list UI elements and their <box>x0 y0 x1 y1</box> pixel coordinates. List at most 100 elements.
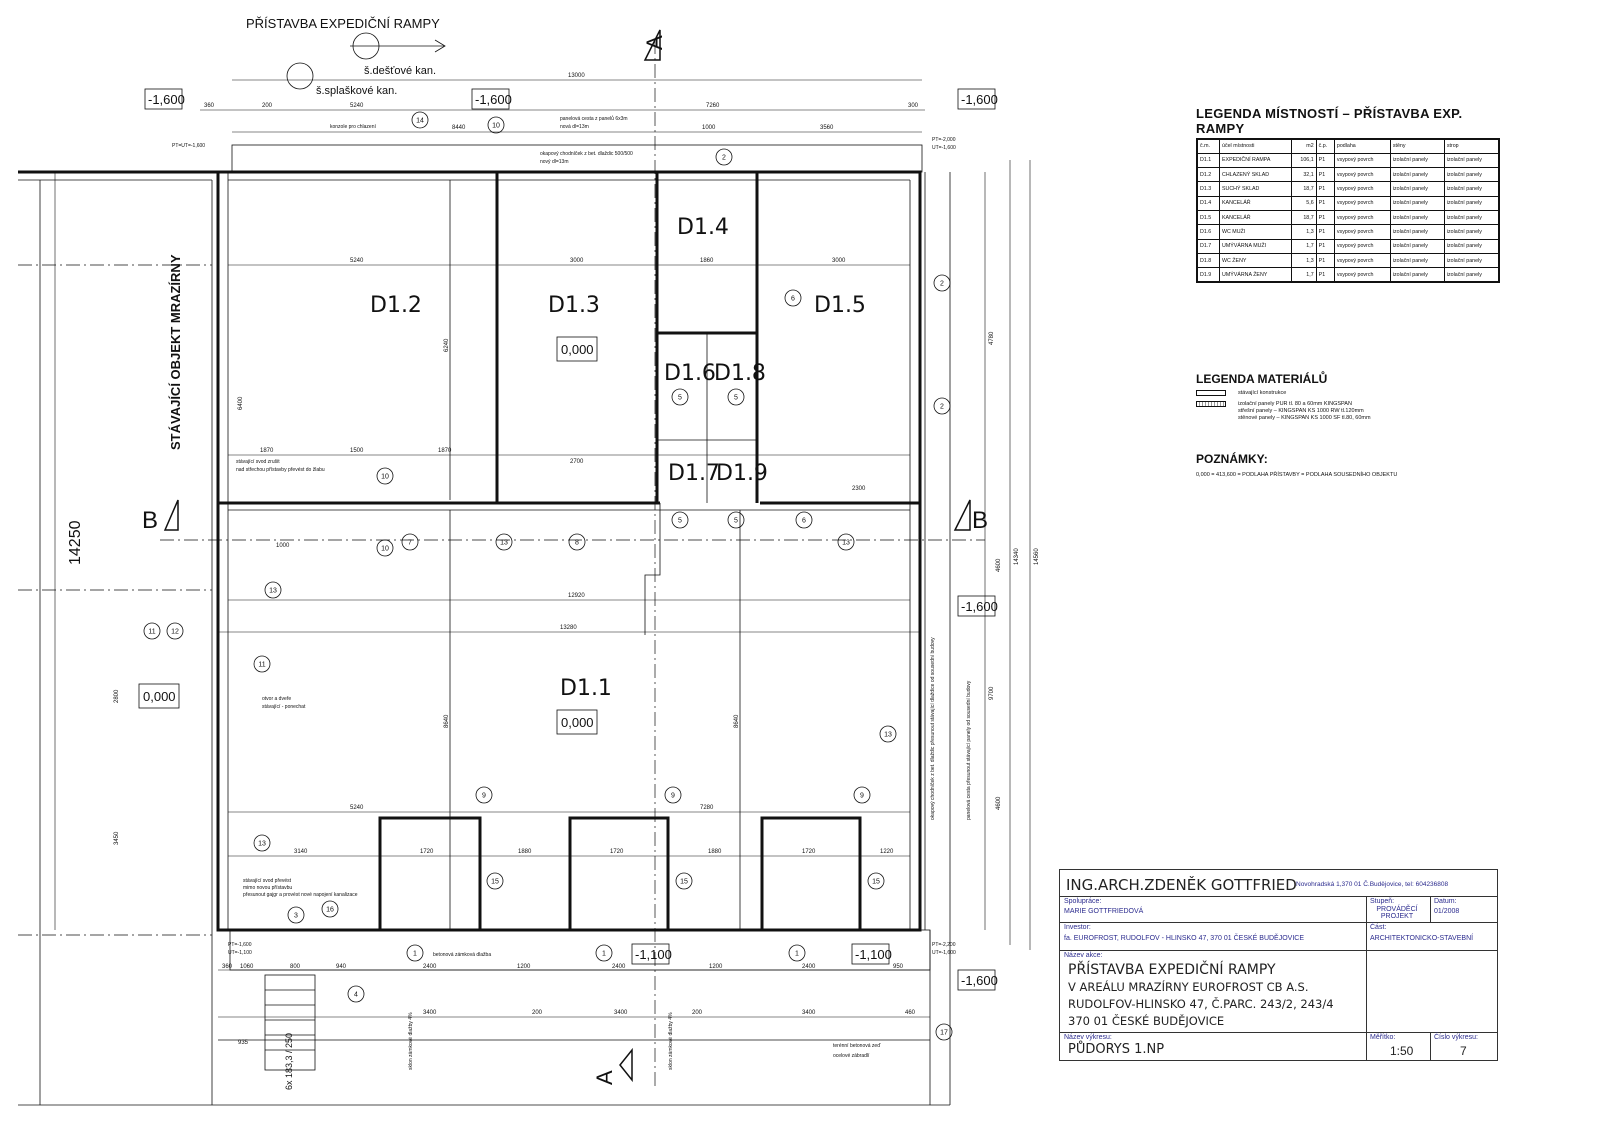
gutter-walkway <box>231 144 923 173</box>
note: stávající svod převést <box>243 878 292 884</box>
title-block: ING.ARCH.ZDENĚK GOTTFRIED Novohradská 1,… <box>1059 869 1498 1061</box>
legend-cell: izolační panely <box>1443 238 1500 254</box>
dim: 8440 <box>452 125 466 131</box>
detail-marker-number: 3 <box>294 913 298 920</box>
legend-cell: 106,1 <box>1291 152 1317 169</box>
legend-cell: stěny <box>1389 138 1445 154</box>
dim: 14560 <box>1034 548 1040 565</box>
legend-cell: vsypový povrch <box>1333 238 1391 254</box>
legend-cell: WC MUŽI <box>1218 224 1293 240</box>
investor-value: fa. EUROFROST, RUDOLFOV - HLINSKO 47, 37… <box>1064 935 1305 942</box>
dim: 1880 <box>518 849 532 855</box>
detail-marker-circle <box>867 872 885 890</box>
detail-marker-circle <box>837 533 855 551</box>
dim: 8640 <box>444 714 450 728</box>
legend-cell: č.p. <box>1315 138 1335 154</box>
legend-cell: strop <box>1443 138 1500 154</box>
legend-cell: vsypový povrch <box>1333 252 1391 269</box>
note: terénní betonová zeď <box>833 1043 881 1049</box>
detail-marker-number: 6 <box>802 518 806 525</box>
section-a-bottom: A <box>592 1070 617 1085</box>
detail-marker-circle <box>475 786 493 804</box>
detail-marker-circle <box>675 872 693 890</box>
detail-marker-circle <box>376 467 394 485</box>
detail-marker-number: 8 <box>575 540 579 547</box>
legend-cell: 32,1 <box>1291 167 1317 183</box>
legend-cell: 1,3 <box>1291 252 1317 269</box>
dim: 3450 <box>114 831 120 845</box>
note: nová dl=13m <box>560 124 589 130</box>
note: UT=-1,100 <box>228 950 252 956</box>
dim: 800 <box>290 964 301 970</box>
detail-marker-number: 15 <box>491 879 499 886</box>
detail-marker-number: 13 <box>884 732 892 739</box>
section-lines <box>160 29 985 1090</box>
extension-walls <box>216 170 922 932</box>
detail-marker-number: 10 <box>492 123 500 130</box>
note: sklon zámkové dlažby 4% <box>668 1012 674 1070</box>
legend-cell: izolační panely <box>1389 152 1445 169</box>
dim: 200 <box>692 1010 703 1016</box>
legend-cell: P1 <box>1315 209 1335 226</box>
number-label: Číslo výkresu: <box>1434 1034 1478 1041</box>
note: nový dl=13m <box>540 159 569 165</box>
detail-marker-number: 15 <box>680 879 688 886</box>
level-tag: -1,600 <box>961 92 998 107</box>
level-tag: -1,600 <box>148 92 185 107</box>
dim: 5240 <box>350 258 364 264</box>
material-walls: stěnové panely – KINGSPAN KS 1000 SF tl.… <box>1238 415 1371 421</box>
dim: 460 <box>905 1010 916 1016</box>
stairs <box>264 974 316 1071</box>
dim: 1880 <box>708 849 722 855</box>
legend-cell: WC ŽENY <box>1218 252 1293 269</box>
detail-marker-number: 4 <box>354 992 358 999</box>
action-line-2: V AREÁLU MRAZÍRNY EUROFROST CB A.S. <box>1068 980 1309 994</box>
header-title: PŘÍSTAVBA EXPEDIČNÍ RAMPY <box>246 16 440 31</box>
detail-marker-number: 14 <box>416 118 424 125</box>
detail-marker-number: 1 <box>795 951 799 958</box>
dim: 360 <box>222 964 233 970</box>
dim: 3000 <box>570 258 584 264</box>
legend-cell: vsypový povrch <box>1333 195 1391 211</box>
detail-marker-circle <box>253 655 271 673</box>
detail-marker-number: 2 <box>940 281 944 288</box>
dim: 5240 <box>350 103 364 109</box>
dim: 1720 <box>610 849 624 855</box>
dim: 2700 <box>570 459 584 465</box>
legend-cell: 5,6 <box>1291 195 1317 211</box>
note: konzole pro chlazení <box>330 124 376 130</box>
note: PT=-1,600 <box>228 942 252 948</box>
note: mimo novou přístavbu <box>243 885 292 891</box>
legend-cell: 1,3 <box>1291 224 1317 240</box>
note: panelová cesta přesunout stávající panel… <box>966 680 972 820</box>
dim: 940 <box>336 964 347 970</box>
legend-cell: 18,7 <box>1291 209 1317 226</box>
dim: 5240 <box>350 805 364 811</box>
legend-cell: vsypový povrch <box>1333 167 1391 183</box>
action-line-3: RUDOLFOV-HLINSKO 47, Č.PARC. 243/2, 243/… <box>1068 997 1334 1011</box>
stage-label: Stupeň: <box>1370 898 1395 905</box>
notes-text: 0,000 = 413,600 = PODLAHA PŘÍSTAVBY = PO… <box>1196 472 1398 478</box>
dim: 6240 <box>444 338 450 352</box>
ramp <box>218 929 931 1105</box>
detail-marker-circle <box>671 388 689 406</box>
material-panels: izolační panely PUR tl. 80 a 60mm KINGSP… <box>1238 401 1352 407</box>
part-label: Část: <box>1370 924 1387 931</box>
detail-marker-circle <box>347 985 365 1003</box>
section-b-right: B <box>972 507 988 534</box>
dim: 13280 <box>560 625 577 631</box>
note: PT=-2,200 <box>932 942 956 948</box>
detail-marker-circle <box>727 388 745 406</box>
detail-marker-number: 11 <box>148 629 155 636</box>
detail-marker-circle <box>671 511 689 529</box>
dim: 200 <box>262 103 273 109</box>
dim: 7280 <box>700 805 714 811</box>
detail-marker-number: 11 <box>258 662 265 669</box>
dim: 8640 <box>734 714 740 728</box>
detail-marker-circle <box>568 533 586 551</box>
legend-cell: izolační panely <box>1389 267 1445 283</box>
note: UT=-1,600 <box>932 145 956 151</box>
legend-cell: izolační panely <box>1389 181 1445 197</box>
detail-marker-number: 2 <box>722 155 726 162</box>
